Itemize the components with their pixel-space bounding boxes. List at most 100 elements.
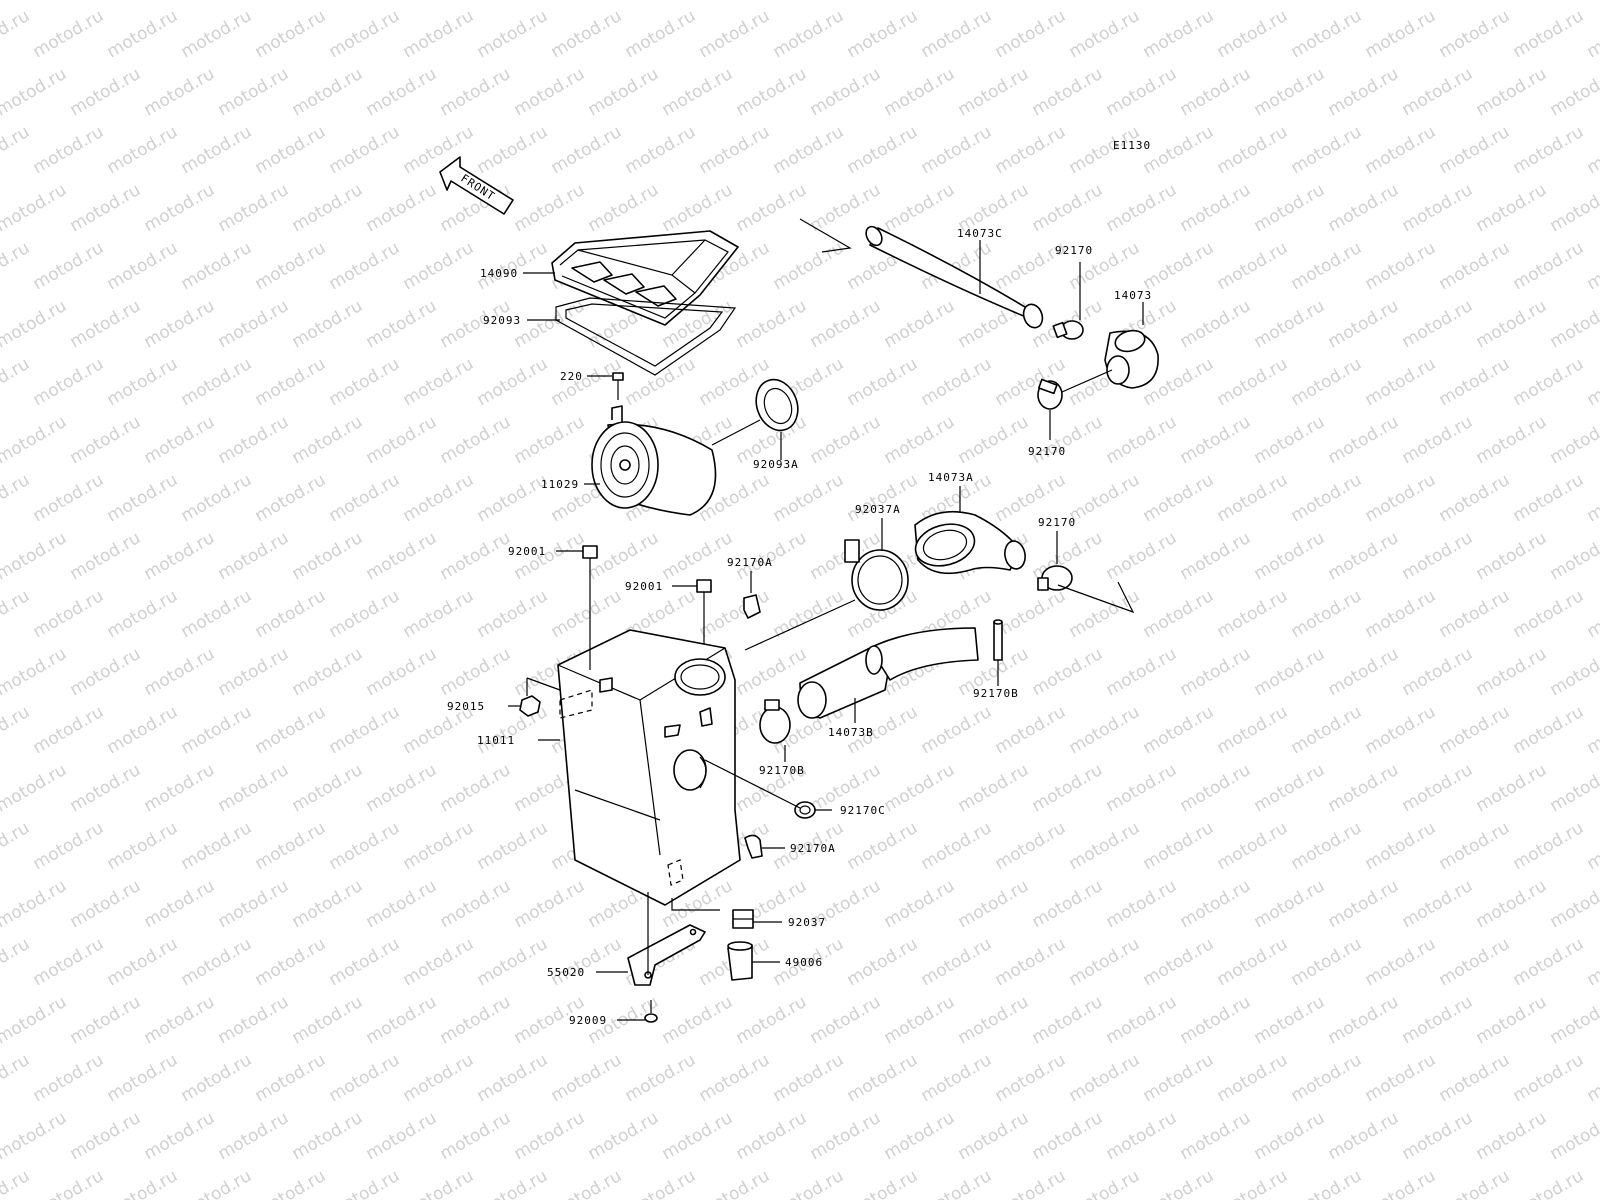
watermark-text: motod.ru (1547, 412, 1600, 468)
watermark-text: motod.ru (67, 528, 145, 584)
watermark-text: motod.ru (1399, 412, 1477, 468)
watermark-text: motod.ru (1325, 412, 1403, 468)
watermark-text: motod.ru (30, 6, 108, 62)
watermark-text: motod.ru (0, 1166, 33, 1200)
watermark-text: motod.ru (1362, 470, 1440, 526)
watermark-text: motod.ru (1547, 180, 1600, 236)
watermark-text: motod.ru (1436, 122, 1514, 178)
watermark-text: motod.ru (1362, 818, 1440, 874)
watermark-text: motod.ru (1547, 528, 1600, 584)
watermark-text: motod.ru (992, 1050, 1070, 1106)
watermark-text: motod.ru (992, 934, 1070, 990)
watermark-text: motod.ru (0, 470, 33, 526)
watermark-text: motod.ru (141, 296, 219, 352)
watermark-text: motod.ru (770, 470, 848, 526)
watermark-text: motod.ru (696, 1050, 774, 1106)
watermark-text: motod.ru (1140, 702, 1218, 758)
watermark-text: motod.ru (1547, 0, 1600, 4)
watermark-text: motod.ru (1510, 702, 1588, 758)
watermark-text: motod.ru (1362, 6, 1440, 62)
watermark-text: motod.ru (0, 296, 70, 352)
watermark-text: motod.ru (881, 296, 959, 352)
watermark-text: motod.ru (1214, 354, 1292, 410)
watermark-text: motod.ru (1103, 1108, 1181, 1164)
watermark-text: motod.ru (363, 644, 441, 700)
watermark-text: motod.ru (881, 0, 959, 4)
watermark-text: motod.ru (289, 180, 367, 236)
watermark-text: motod.ru (1399, 992, 1477, 1048)
watermark-text: motod.ru (1399, 528, 1477, 584)
part-92015-nut (519, 677, 561, 717)
label-11011: 11011 (477, 734, 515, 747)
watermark-text: motod.ru (1288, 354, 1366, 410)
watermark-text: motod.ru (1510, 354, 1588, 410)
watermark-text: motod.ru (252, 1166, 330, 1200)
watermark-text: motod.ru (955, 992, 1033, 1048)
watermark-text: motod.ru (1399, 180, 1477, 236)
watermark-text: motod.ru (511, 876, 589, 932)
watermark-text: motod.ru (1547, 296, 1600, 352)
watermark-text: motod.ru (1177, 180, 1255, 236)
watermark-text: motod.ru (1584, 934, 1600, 990)
watermark-text: motod.ru (1029, 644, 1107, 700)
watermark-text: motod.ru (1177, 412, 1255, 468)
watermark-text: motod.ru (437, 0, 515, 4)
watermark-text: motod.ru (289, 992, 367, 1048)
watermark-text: motod.ru (1251, 296, 1329, 352)
watermark-text: motod.ru (1325, 876, 1403, 932)
watermark-text: motod.ru (622, 1050, 700, 1106)
watermark-text: motod.ru (289, 644, 367, 700)
watermark-text: motod.ru (141, 1108, 219, 1164)
watermark-text: motod.ru (955, 64, 1033, 120)
watermark-text: motod.ru (1288, 818, 1366, 874)
part-11029-filter (591, 405, 717, 516)
watermark-text: motod.ru (0, 64, 70, 120)
watermark-text: motod.ru (1436, 934, 1514, 990)
part-92037A-band (844, 539, 909, 611)
watermark-text: motod.ru (548, 6, 626, 62)
watermark-text: motod.ru (474, 586, 552, 642)
watermark-text: motod.ru (1399, 760, 1477, 816)
watermark-text: motod.ru (548, 1166, 626, 1200)
leader-lines (508, 218, 1144, 1021)
watermark-text: motod.ru (1177, 296, 1255, 352)
watermark-text: motod.ru (1473, 180, 1551, 236)
watermark-text: motod.ru (1547, 876, 1600, 932)
watermark-text: motod.ru (1510, 818, 1588, 874)
watermark-text: motod.ru (1029, 64, 1107, 120)
label-92170A-bot: 92170A (790, 842, 836, 855)
watermark-text: motod.ru (1584, 818, 1600, 874)
watermark-text: motod.ru (918, 702, 996, 758)
watermark-text: motod.ru (289, 64, 367, 120)
label-55020: 55020 (547, 966, 585, 979)
watermark-text: motod.ru (326, 354, 404, 410)
watermark-text: motod.ru (437, 644, 515, 700)
part-92170B-tube-right (993, 619, 1003, 661)
part-14090-cover (551, 230, 739, 326)
watermark-text: motod.ru (1029, 760, 1107, 816)
part-92001-bolt-left (582, 545, 598, 650)
watermark-text: motod.ru (178, 1050, 256, 1106)
watermark-text: motod.ru (252, 122, 330, 178)
label-49006: 49006 (785, 956, 823, 969)
watermark-text: motod.ru (289, 0, 367, 4)
watermark-text: motod.ru (30, 934, 108, 990)
watermark-text: motod.ru (585, 64, 663, 120)
watermark-text: motod.ru (992, 702, 1070, 758)
watermark-text: motod.ru (1584, 122, 1600, 178)
watermark-text: motod.ru (1177, 644, 1255, 700)
watermark-text: motod.ru (548, 1050, 626, 1106)
watermark-text: motod.ru (1473, 760, 1551, 816)
watermark-text: motod.ru (215, 64, 293, 120)
watermark-text: motod.ru (215, 296, 293, 352)
watermark-text: motod.ru (918, 818, 996, 874)
watermark-text: motod.ru (1362, 702, 1440, 758)
watermark-text: motod.ru (215, 876, 293, 932)
watermark-text: motod.ru (844, 122, 922, 178)
watermark-text: motod.ru (141, 760, 219, 816)
watermark-text: motod.ru (1473, 1108, 1551, 1164)
watermark-text: motod.ru (659, 1108, 737, 1164)
watermark-text: motod.ru (1103, 64, 1181, 120)
watermark-text: motod.ru (807, 992, 885, 1048)
